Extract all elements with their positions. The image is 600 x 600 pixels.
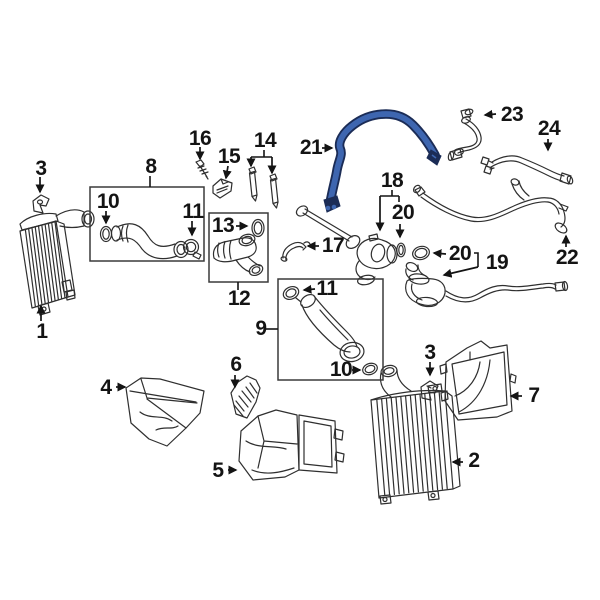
leader-lines [149,150,479,330]
hose-24 [480,155,574,185]
part-6-duct [230,375,261,419]
part-5-duct [238,409,345,481]
part-1-intercooler [19,209,95,316]
part-3-bracket-left [32,194,50,214]
o-ring-10-box9 [362,362,378,376]
part-9-hose [300,293,365,363]
part-19-valve-hose [405,261,569,308]
o-ring-13 [251,218,265,238]
clamp-11-box9 [282,285,302,303]
part-3-bracket-right [420,380,439,401]
group-boxes [89,186,384,381]
part-8-hose [110,223,189,260]
part-15-clip [212,178,233,199]
callout-arrows [35,109,571,475]
part-12-y-pipe [212,233,264,277]
part-16-screw [195,159,209,180]
hose-22 [412,178,569,234]
o-ring-10-box8 [99,225,113,243]
part-17-hose [280,241,311,262]
o-ring-20-upper [396,242,406,258]
hose-23 [447,108,482,161]
box-part-8 [89,186,205,262]
clamp-11-box8 [182,238,202,260]
part-4-duct [125,377,205,447]
o-ring-20-lower [412,245,430,261]
part-14-studs [248,166,279,209]
part-7-duct [439,340,517,421]
part-2-intercooler [370,364,461,505]
part-18-valve-pipe [295,205,398,286]
hose-21-highlighted [323,109,442,213]
